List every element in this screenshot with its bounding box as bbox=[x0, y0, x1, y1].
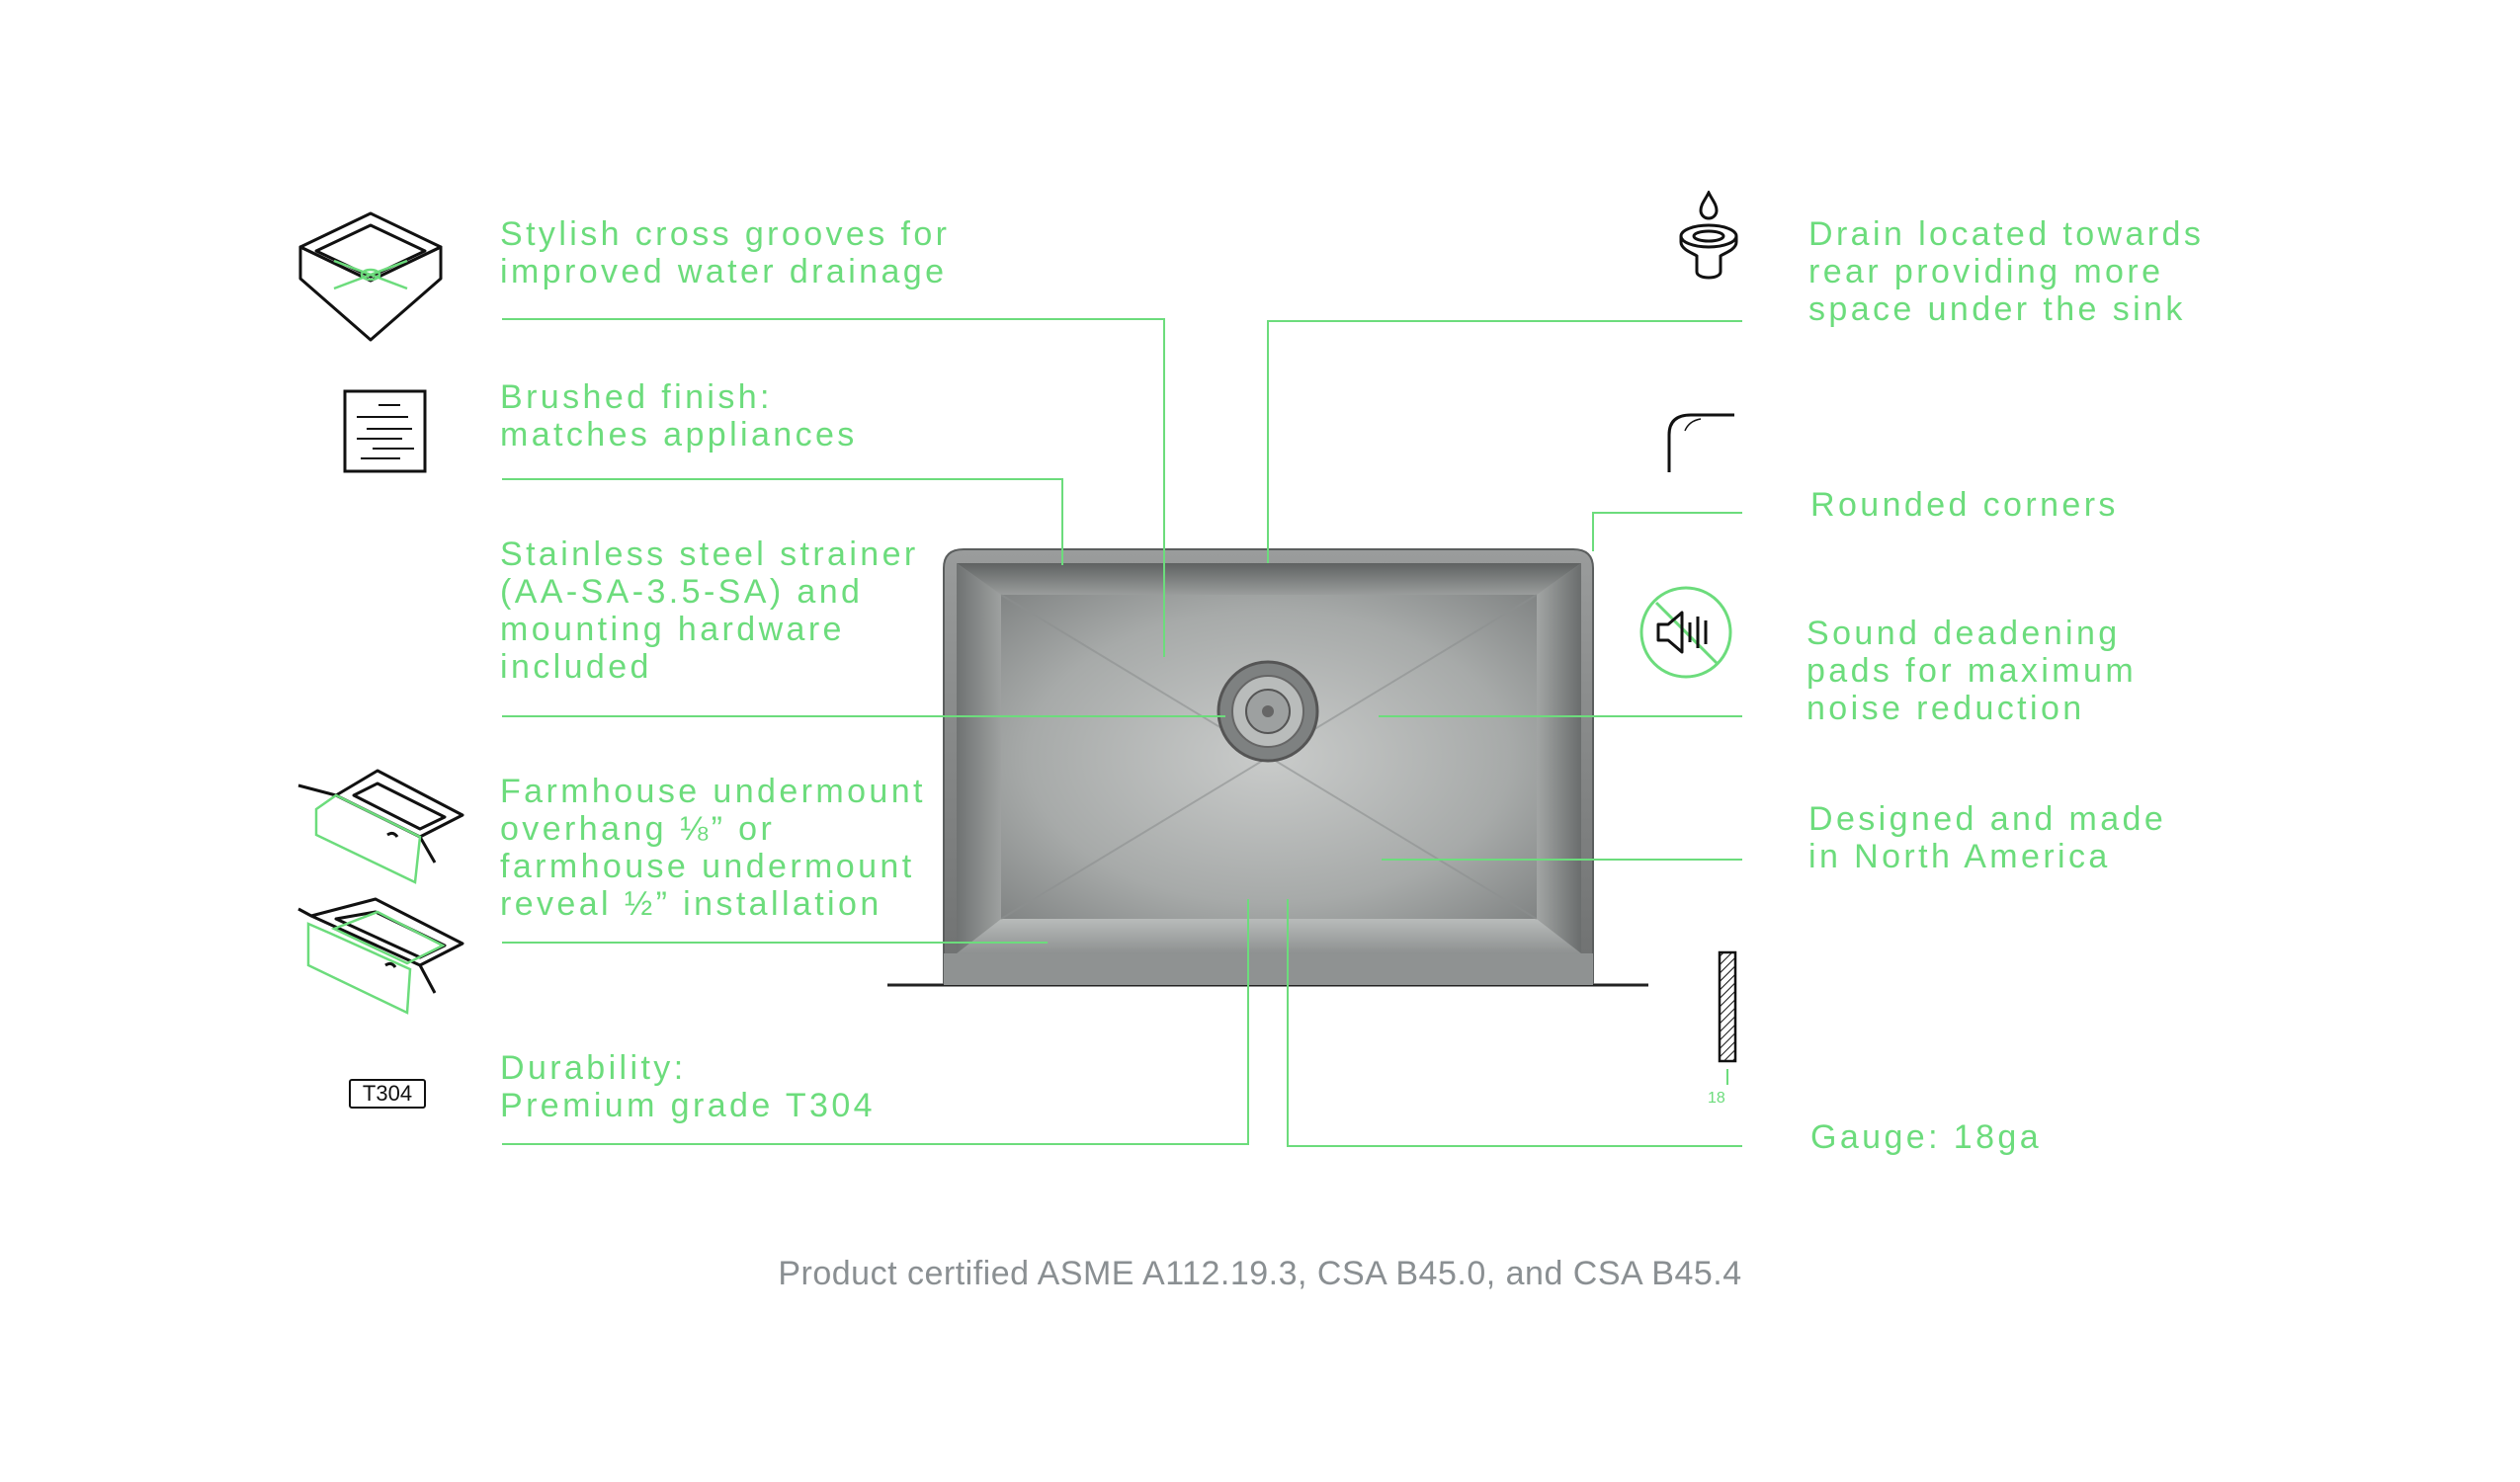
feature-grooves: Stylish cross grooves for improved water… bbox=[500, 215, 951, 290]
feature-durability: Durability: Premium grade T304 bbox=[500, 1049, 876, 1124]
rounded-corner-icon bbox=[1667, 413, 1734, 472]
farmhouse-overhang-icon bbox=[297, 769, 464, 884]
leader-gauge bbox=[1287, 899, 1742, 1147]
brushed-finish-icon bbox=[343, 389, 427, 473]
gauge-number-label: 18 bbox=[1708, 1090, 1725, 1107]
drain-icon bbox=[1679, 191, 1738, 280]
feature-brushed-finish: Brushed finish: matches appliances bbox=[500, 378, 858, 453]
feature-farmhouse: Farmhouse undermount overhang ⅛” or farm… bbox=[500, 773, 926, 923]
gauge-thickness-icon bbox=[1718, 950, 1737, 1085]
cross-grooves-icon bbox=[298, 211, 443, 342]
leader-corners bbox=[1592, 512, 1742, 551]
leader-drain bbox=[1267, 320, 1742, 563]
leader-durability bbox=[502, 899, 1249, 1145]
certification-footer: Product certified ASME A112.19.3, CSA B4… bbox=[778, 1255, 1742, 1292]
feature-gauge: Gauge: 18ga bbox=[1810, 1118, 2043, 1156]
feature-rounded-corners: Rounded corners bbox=[1810, 486, 2119, 524]
leader-grooves bbox=[502, 318, 1165, 657]
farmhouse-reveal-icon bbox=[297, 897, 464, 1015]
feature-strainer: Stainless steel strainer (AA-SA-3.5-SA) … bbox=[500, 535, 919, 686]
feature-made-in-north-america: Designed and made in North America bbox=[1808, 800, 2167, 875]
sound-deadening-icon bbox=[1639, 586, 1732, 679]
feature-drain: Drain located towards rear providing mor… bbox=[1808, 215, 2205, 328]
t304-badge-icon: T304 bbox=[349, 1079, 426, 1109]
feature-sound-deadening: Sound deadening pads for maximum noise r… bbox=[1806, 615, 2138, 727]
leader-brushed bbox=[502, 478, 1063, 565]
